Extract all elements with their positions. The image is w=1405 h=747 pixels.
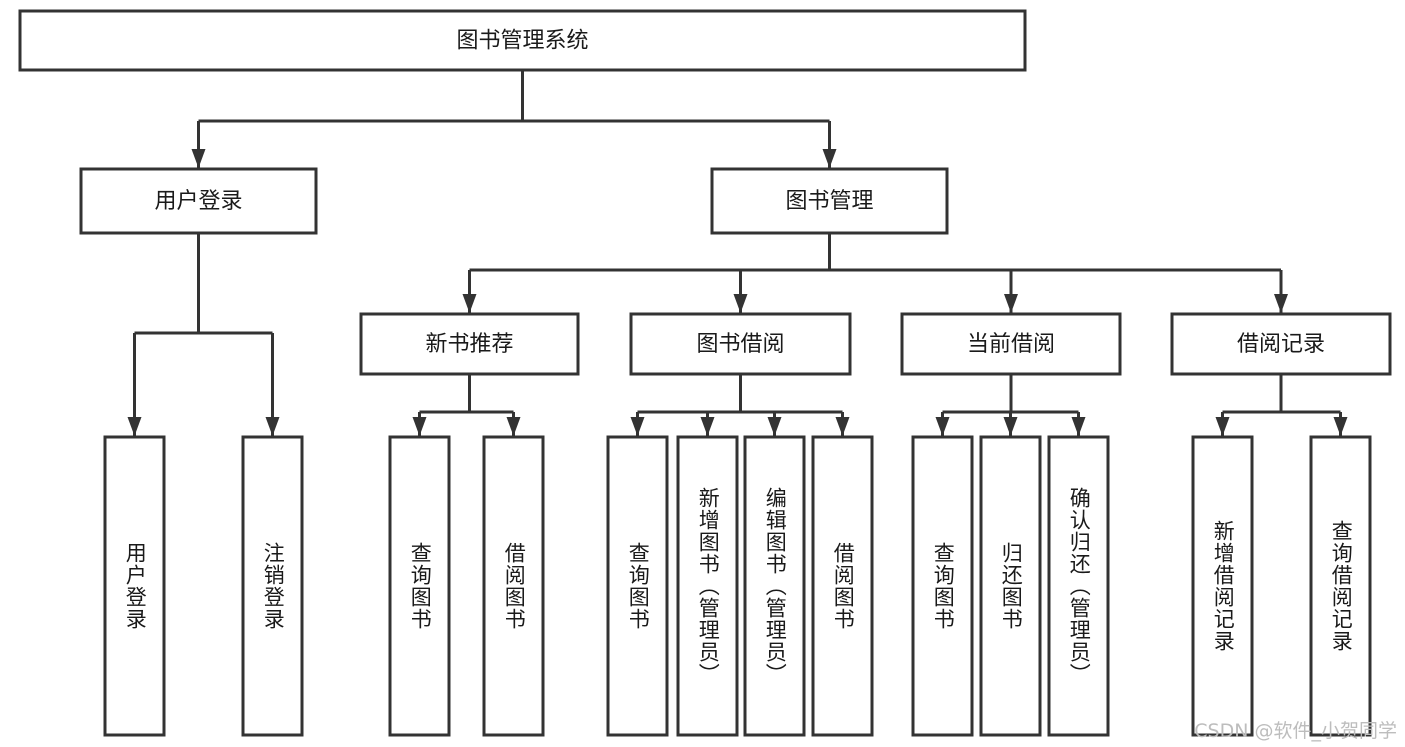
node-box-leaf-add-book[interactable] — [676, 435, 739, 737]
arrow-head-icon — [506, 417, 521, 436]
node-label-new-book-rec: 新书推荐 — [425, 332, 513, 357]
node-box-leaf-query-book-borrow[interactable] — [606, 435, 669, 737]
node-label-book-manage: 图书管理 — [785, 189, 873, 214]
node-box-leaf-logout[interactable] — [241, 435, 304, 737]
arrow-head-icon — [630, 417, 645, 436]
node-label-root: 图书管理系统 — [456, 29, 588, 54]
node-box-leaf-query-book-current[interactable] — [911, 435, 974, 737]
node-box-leaf-query-record[interactable] — [1309, 435, 1372, 737]
node-box-leaf-borrow-book[interactable] — [811, 435, 874, 737]
node-box-leaf-edit-book[interactable] — [743, 435, 806, 737]
arrow-head-icon — [127, 417, 142, 436]
node-box-leaf-return-book[interactable] — [979, 435, 1042, 737]
node-box-leaf-borrow-book-rec[interactable] — [482, 435, 545, 737]
node-box-book-borrow[interactable] — [629, 312, 852, 376]
node-label-user-login: 用户登录 — [154, 189, 242, 214]
arrow-head-icon — [462, 294, 477, 313]
arrow-head-icon — [935, 417, 950, 436]
arrow-head-icon — [733, 294, 748, 313]
node-label-current-borrow: 当前借阅 — [967, 332, 1055, 357]
node-label-book-borrow: 图书借阅 — [696, 332, 784, 357]
arrow-head-icon — [822, 149, 837, 168]
arrow-head-icon — [767, 417, 782, 436]
arrow-head-icon — [700, 417, 715, 436]
arrow-head-icon — [1003, 417, 1018, 436]
node-box-current-borrow[interactable] — [900, 312, 1122, 376]
node-box-leaf-confirm-return[interactable] — [1047, 435, 1110, 737]
node-box-book-manage[interactable] — [710, 167, 949, 235]
node-box-leaf-add-record[interactable] — [1191, 435, 1254, 737]
node-box-borrow-record[interactable] — [1170, 312, 1392, 376]
arrow-head-icon — [265, 417, 280, 436]
arrow-head-icon — [1215, 417, 1230, 436]
node-box-root[interactable] — [18, 9, 1027, 72]
arrow-head-icon — [1333, 417, 1348, 436]
arrow-head-icon — [412, 417, 427, 436]
arrow-head-icon — [1274, 294, 1288, 313]
watermark: CSDN @软件_小贺同学 — [1194, 720, 1397, 742]
node-box-leaf-user-login[interactable] — [103, 435, 166, 737]
arrow-head-icon — [835, 417, 850, 436]
node-box-new-book-rec[interactable] — [359, 312, 580, 376]
node-box-leaf-query-book-rec[interactable] — [388, 435, 451, 737]
arrow-head-icon — [191, 149, 206, 168]
node-label-borrow-record: 借阅记录 — [1237, 332, 1325, 357]
arrow-head-icon — [1004, 294, 1018, 313]
node-box-user-login[interactable] — [79, 167, 318, 235]
edges-layer — [127, 70, 1348, 436]
arrow-head-icon — [1071, 417, 1086, 436]
